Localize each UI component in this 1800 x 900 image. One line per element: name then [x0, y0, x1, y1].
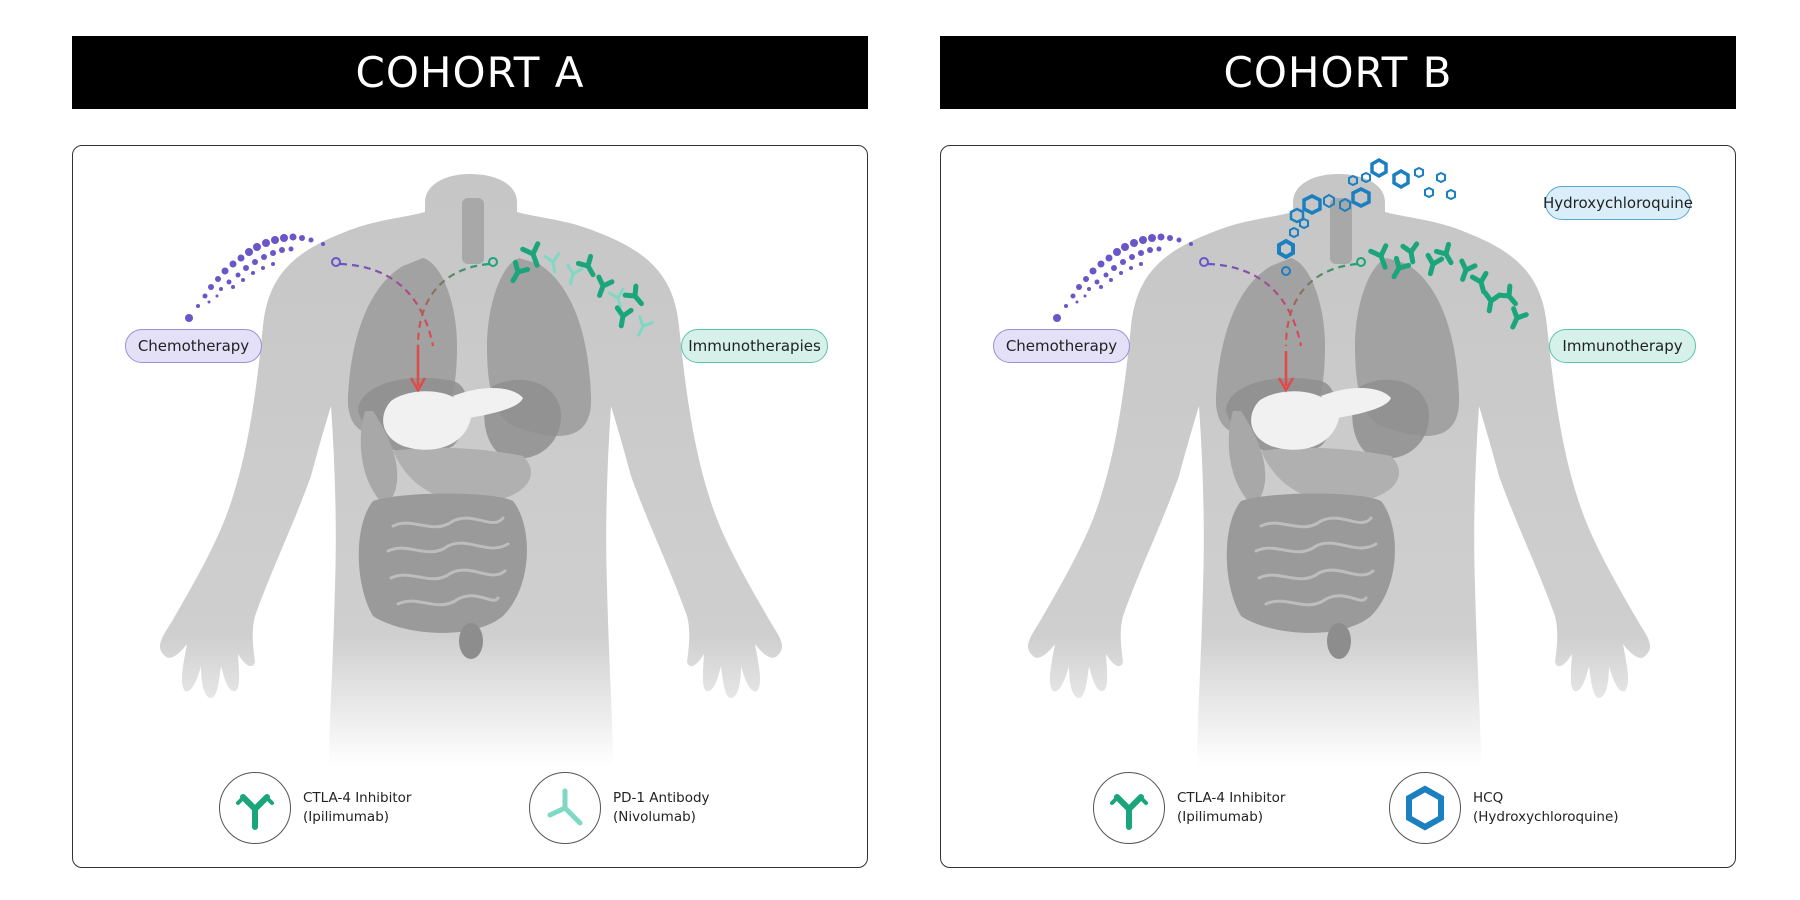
cohort-b: COHORT B [940, 0, 1740, 900]
cohort-b-title: COHORT B [940, 36, 1736, 109]
immuno-pathway [416, 262, 490, 347]
chemotherapy-label: Chemotherapy [125, 329, 262, 363]
legend-ctla4-drug: (Ipilimumab) [303, 809, 390, 825]
cohort-a-illustration [159, 174, 783, 766]
cohort-a-title: COHORT A [72, 36, 868, 109]
cohort-a-panel: Chemotherapy Immunotherapies CTLA-4 Inhi… [72, 145, 868, 868]
legend-ctla4: CTLA-4 Inhibitor (Ipilimumab) [1093, 772, 1285, 844]
immuno-entry-point [488, 257, 498, 267]
antibody-icon-green [219, 772, 291, 844]
cohort-b-panel: Hydroxychloroquine Chemotherapy Immunoth… [940, 145, 1736, 868]
chemotherapy-particles [1053, 233, 1193, 322]
legend-ctla4-name: CTLA-4 Inhibitor [303, 790, 412, 806]
cohort-b-illustration [1027, 157, 1651, 766]
antibody-icon-mint [529, 772, 601, 844]
legend-hcq-drug: (Hydroxychloroquine) [1473, 809, 1619, 825]
arrow-head [1277, 377, 1295, 393]
chemo-pathway [1207, 262, 1303, 347]
arrow-head [409, 377, 427, 393]
antibody-icon-green [1093, 772, 1165, 844]
chemo-pathway [339, 262, 435, 347]
antibody-particles [510, 241, 654, 337]
internal-organs [1215, 198, 1460, 659]
legend-ctla4-name: CTLA-4 Inhibitor [1177, 790, 1286, 806]
immuno-entry-point [1356, 257, 1366, 267]
internal-organs [347, 198, 592, 659]
chemotherapy-particles [185, 233, 325, 322]
chemo-entry-point [1199, 257, 1209, 267]
immuno-pathway [1284, 262, 1358, 347]
legend-ctla4: CTLA-4 Inhibitor (Ipilimumab) [219, 772, 411, 844]
legend-pd1-name: PD-1 Antibody [613, 790, 710, 806]
chemo-entry-point [331, 257, 341, 267]
legend-pd1: PD-1 Antibody (Nivolumab) [529, 772, 710, 844]
antibody-particles [1368, 241, 1529, 330]
hydroxychloroquine-label: Hydroxychloroquine [1543, 186, 1693, 220]
hexagon-icon-blue [1389, 772, 1461, 844]
legend-pd1-drug: (Nivolumab) [613, 809, 696, 825]
chemotherapy-label: Chemotherapy [993, 329, 1130, 363]
legend-ctla4-drug: (Ipilimumab) [1177, 809, 1264, 825]
legend-hcq: HCQ (Hydroxychloroquine) [1389, 772, 1619, 844]
hcq-particles [1277, 157, 1456, 260]
immunotherapies-label: Immunotherapies [681, 329, 828, 363]
immunotherapy-label: Immunotherapy [1549, 329, 1696, 363]
cohort-a: COHORT A [72, 0, 872, 900]
legend-hcq-name: HCQ [1473, 790, 1504, 806]
